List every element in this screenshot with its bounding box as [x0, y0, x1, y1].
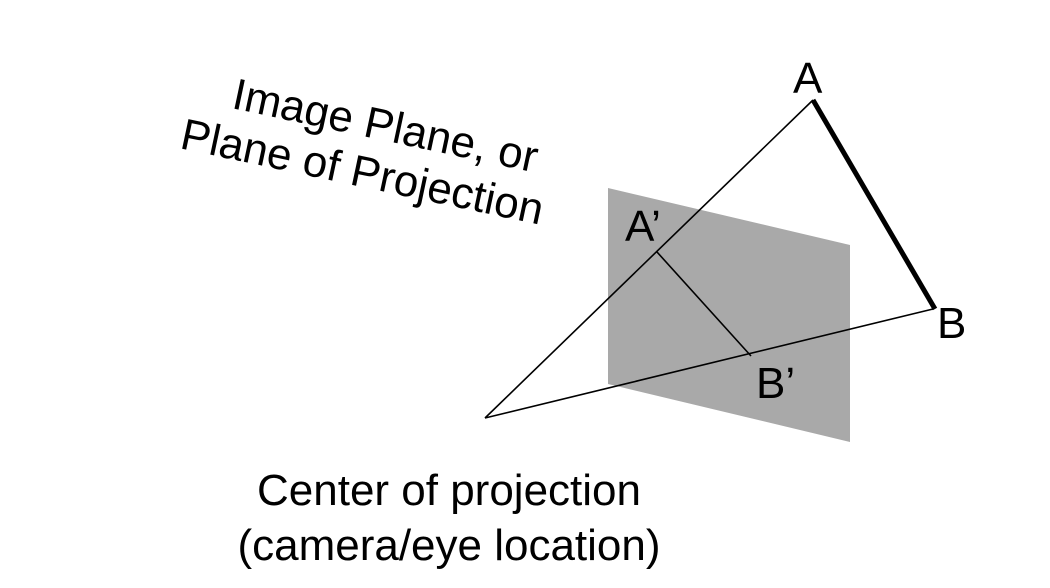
- center-label-line2: (camera/eye location): [237, 521, 660, 570]
- plane-label: Image Plane, or Plane of Projection: [177, 70, 548, 235]
- point-b-label: B: [937, 299, 966, 348]
- ray-to-a: [484, 99, 814, 419]
- center-label-line1: Center of projection: [257, 466, 641, 515]
- image-plane: [608, 188, 850, 442]
- segment-ab: [810, 98, 938, 311]
- point-a-label: A: [793, 54, 823, 103]
- ray-to-b: [484, 308, 934, 419]
- segment-a-prime-b-prime: [656, 251, 752, 357]
- point-a-prime-label: A’: [625, 202, 661, 251]
- point-b-prime-label: B’: [756, 359, 795, 408]
